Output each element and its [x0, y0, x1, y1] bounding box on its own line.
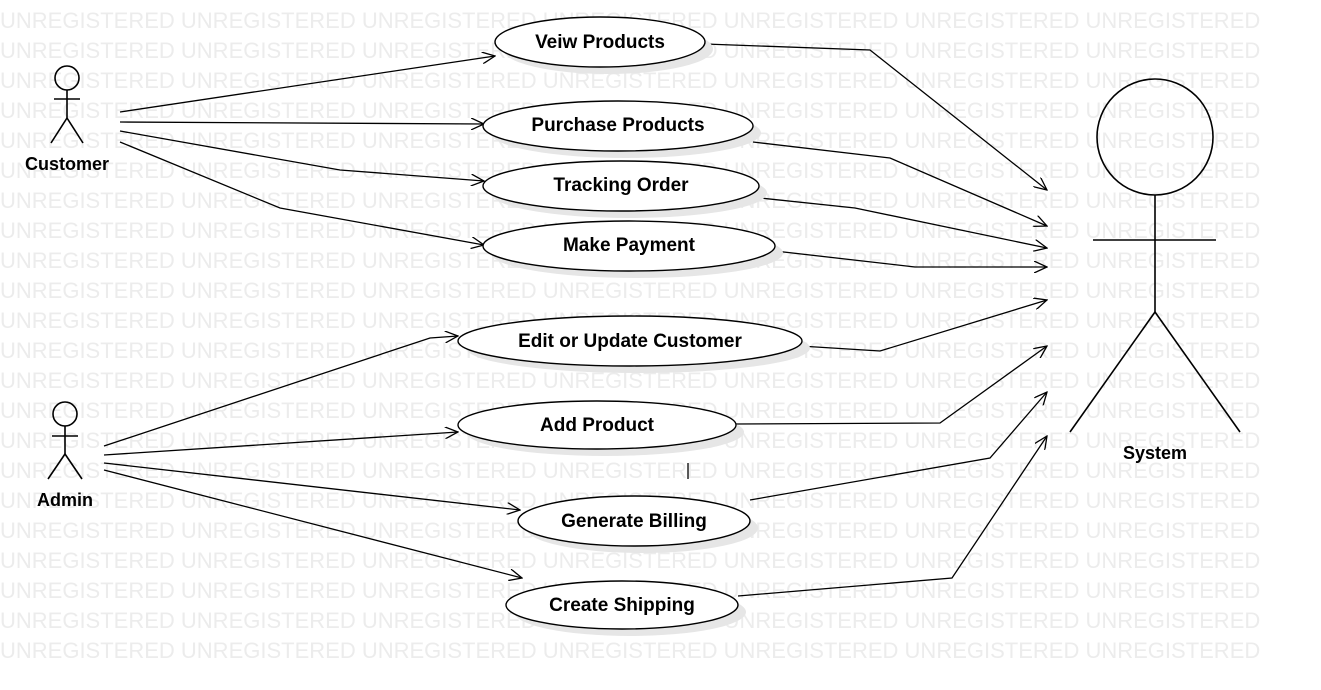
assoc-edit-customer-system [799, 300, 1047, 352]
actor-customer[interactable]: Customer [25, 65, 109, 174]
use-case-generate-billing[interactable]: Generate Billing [517, 495, 758, 553]
admin-associations [103, 336, 522, 578]
watermark-row: UNREGISTERED UNREGISTERED UNREGISTERED U… [0, 278, 1260, 303]
assoc-customer-purchase-products [119, 122, 484, 124]
use-case-label: Make Payment [563, 235, 696, 256]
watermark-row: UNREGISTERED UNREGISTERED UNREGISTERED U… [0, 638, 1260, 663]
use-case-label: Tracking Order [553, 175, 689, 196]
use-case-ellipse[interactable] [494, 16, 706, 68]
assoc-admin-edit-customer [103, 336, 458, 447]
use-case-ellipse[interactable] [482, 160, 760, 212]
customer-associations [119, 56, 495, 245]
use-case-ellipse[interactable] [482, 100, 754, 152]
watermark-row: UNREGISTERED UNREGISTERED UNREGISTERED U… [0, 458, 1260, 483]
assoc-customer-make-payment [119, 141, 484, 245]
assoc-create-shipping-system [737, 436, 1047, 597]
actor-leg [1154, 311, 1241, 433]
actor-leg [47, 453, 66, 480]
use-case-label: Veiw Products [535, 32, 665, 53]
use-case-label: Generate Billing [561, 511, 707, 532]
actor-leg [50, 117, 68, 144]
actor-label: System [1123, 443, 1187, 463]
assoc-add-product-system [735, 346, 1047, 425]
use-case-ellipse[interactable] [457, 400, 737, 450]
use-case-purchase-products[interactable]: Purchase Products [482, 100, 761, 158]
assoc-generate-billing-system [749, 392, 1047, 501]
actor-leg [1069, 311, 1156, 433]
actor-leg [66, 117, 84, 144]
use-case-label: Create Shipping [549, 595, 695, 616]
assoc-purchase-products-system [752, 141, 1047, 226]
assoc-admin-generate-billing [103, 462, 520, 510]
use-case-label: Edit or Update Customer [518, 331, 742, 352]
use-case-ellipse[interactable] [505, 580, 739, 630]
use-case-ellipse[interactable] [482, 220, 776, 272]
actor-admin[interactable]: Admin [37, 401, 93, 510]
actor-label: Admin [37, 490, 93, 510]
assoc-admin-create-shipping [103, 469, 522, 578]
assoc-tracking-order-system [759, 197, 1047, 248]
assoc-customer-view-products [119, 56, 495, 113]
use-case-ellipse[interactable] [457, 315, 803, 367]
use-case-ellipse[interactable] [517, 495, 751, 547]
use-case-create-shipping[interactable]: Create Shipping [505, 580, 746, 636]
actor-leg [64, 453, 83, 480]
use-case-label: Add Product [540, 415, 655, 436]
assoc-make-payment-system [774, 250, 1047, 267]
actor-system[interactable]: System [1069, 78, 1241, 463]
assoc-customer-tracking-order [119, 130, 484, 181]
use-case-tracking-order[interactable]: Tracking Order [482, 160, 767, 218]
system-associations [704, 43, 1047, 597]
use-case-edit-update-customer[interactable]: Edit or Update Customer [457, 315, 810, 373]
actor-label: Customer [25, 154, 109, 174]
assoc-view-products-system [704, 43, 1047, 190]
use-case-add-product[interactable]: Add Product [457, 400, 744, 456]
use-case-label: Purchase Products [531, 115, 704, 136]
assoc-admin-add-product [103, 432, 458, 456]
use-case-view-products[interactable]: Veiw Products [494, 16, 713, 74]
use-case-make-payment[interactable]: Make Payment [482, 220, 783, 278]
